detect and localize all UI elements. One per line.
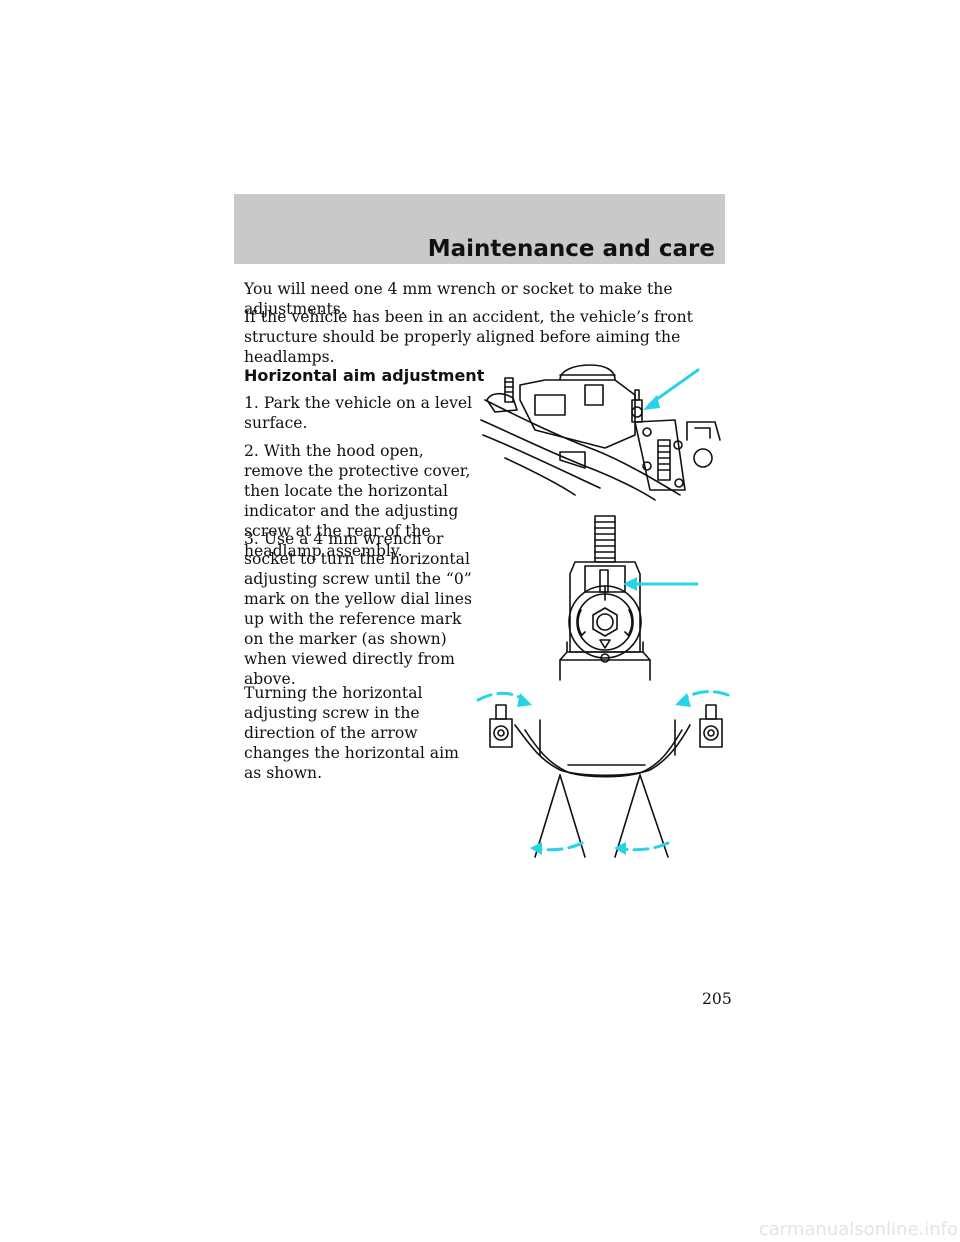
- beam-aim-diagram: [476, 690, 730, 858]
- step-4-note: Turning the horizontal adjusting screw i…: [244, 684, 459, 782]
- intro-paragraph-1: You will need one 4 mm wrench or socket …: [244, 280, 673, 318]
- section-title: Maintenance and care: [427, 236, 715, 262]
- step-2: 2. With the hood open, remove the protec…: [244, 442, 471, 560]
- headlamp-assembly-illustration: [480, 364, 721, 501]
- page-number: 205: [702, 990, 732, 1008]
- step-3: 3. Use a 4 mm wrench or socket to turn t…: [244, 530, 472, 688]
- section-header: Maintenance and care: [234, 194, 725, 264]
- intro-paragraph-2: If the vehicle has been in an accident, …: [244, 308, 693, 366]
- section-heading: Horizontal aim adjustment: [244, 366, 485, 385]
- step-1: 1. Park the vehicle on a level surface.: [244, 394, 473, 432]
- watermark-link[interactable]: carmanualsonline.info: [758, 1219, 958, 1240]
- adjusting-dial-illustration: [559, 515, 699, 681]
